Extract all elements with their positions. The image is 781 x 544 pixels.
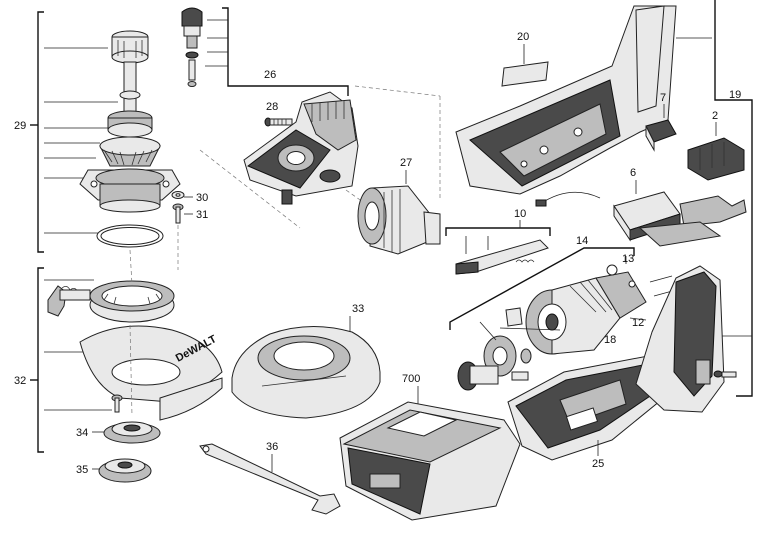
guard-clamp-spring (47, 285, 95, 317)
label-36: 36 (266, 441, 278, 453)
lever-10: 10 (445, 208, 551, 275)
clamp-ring (89, 280, 175, 323)
label-13: 13 (622, 253, 634, 265)
switch-module-6: 6 (535, 167, 747, 247)
bracket-19: 19 (714, 0, 753, 397)
wheel-guard: DeWALT (79, 325, 223, 421)
armature-parts (457, 307, 561, 391)
bracket-26: 26 (205, 7, 349, 96)
label-35: 35 (76, 464, 88, 476)
label-12: 12 (632, 317, 644, 329)
dashed-assembly-lines (129, 85, 441, 417)
label-10: 10 (514, 208, 526, 220)
label-31: 31 (196, 209, 208, 221)
wrench-36: 36 (199, 441, 341, 515)
label-14: 14 (576, 235, 588, 247)
inner-flange-34: 34 (76, 421, 161, 444)
label-25: 25 (592, 458, 604, 470)
spindle-lock-button (181, 7, 203, 87)
label-27: 27 (400, 157, 412, 169)
label-29: 29 (14, 120, 26, 132)
label-30: 30 (196, 192, 208, 204)
label-34: 34 (76, 427, 88, 439)
motor-housing (455, 5, 712, 195)
motor-stator (525, 264, 677, 355)
label-700: 700 (402, 373, 420, 385)
label-plate-20: 20 (501, 31, 549, 87)
label-19: 19 (729, 89, 741, 101)
body-25: 25 (507, 355, 677, 470)
bracket-14: 14 13 12 18 (449, 235, 647, 346)
bracket-29: 29 (14, 11, 118, 253)
screw-31: 31 (172, 203, 208, 224)
guard-33: 33 (231, 303, 381, 419)
washer-30: 30 (171, 191, 208, 204)
label-28: 28 (266, 101, 278, 113)
bracket-32: 32 (14, 267, 112, 453)
label-33: 33 (352, 303, 364, 315)
label-32: 32 (14, 375, 26, 387)
label-6: 6 (630, 167, 636, 179)
rear-cap (635, 265, 737, 413)
outer-nut-35: 35 (76, 458, 152, 483)
label-18: 18 (604, 334, 616, 346)
guard-screw (111, 394, 123, 413)
spindle-assembly (79, 30, 181, 248)
gear-case (243, 91, 359, 205)
label-20: 20 (517, 31, 529, 43)
armature-27: 27 (357, 157, 441, 255)
part-2: 2 (687, 110, 745, 181)
part-7: 7 (645, 92, 677, 152)
label-7: 7 (660, 92, 666, 104)
label-26: 26 (264, 69, 276, 81)
screw-28: 28 (264, 101, 293, 127)
label-2: 2 (712, 110, 718, 122)
battery-700: 700 (339, 373, 521, 521)
